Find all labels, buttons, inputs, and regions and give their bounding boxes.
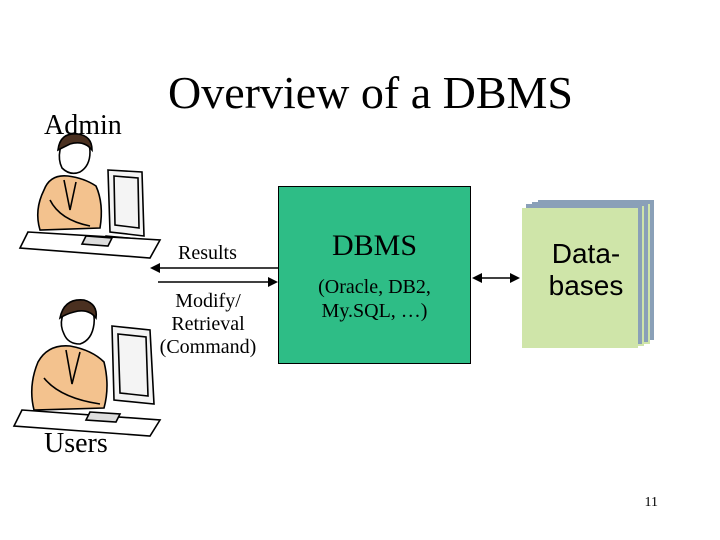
command-label: Modify/ Retrieval (Command): [159, 290, 257, 358]
results-arrow: [150, 263, 278, 273]
databases-stack-icon: [522, 200, 654, 348]
dbms-database-arrow: [472, 273, 520, 283]
admin-label: Admin: [44, 110, 122, 141]
slide-title: Overview of a DBMS: [168, 67, 573, 118]
databases-label: Data- bases: [548, 238, 624, 301]
page-number: 11: [644, 495, 658, 510]
results-label: Results: [178, 242, 237, 264]
users-label: Users: [44, 428, 108, 459]
dbms-box: DBMS (Oracle, DB2, My.SQL, …): [278, 186, 471, 364]
dbms-subtitle: (Oracle, DB2, My.SQL, …): [318, 276, 431, 322]
admin-person-icon: [18, 133, 162, 259]
command-arrow: [158, 277, 278, 287]
user-person-icon: [12, 299, 162, 437]
dbms-title: DBMS: [331, 229, 418, 262]
